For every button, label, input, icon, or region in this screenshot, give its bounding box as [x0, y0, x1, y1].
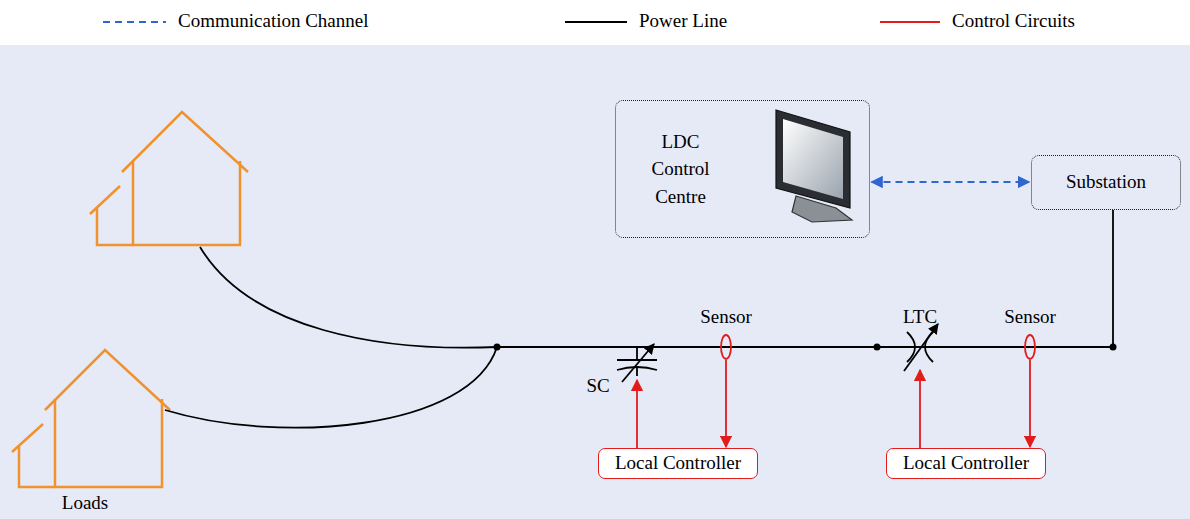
legend-sample: [103, 19, 166, 25]
power-line: [165, 210, 1113, 428]
sensor-symbol: [721, 335, 731, 359]
legend-text: Control Circuits: [952, 10, 1075, 32]
sensor-symbol: [1025, 335, 1035, 359]
capacitor-symbol: [617, 344, 657, 382]
transformer-label: LTC: [903, 306, 937, 329]
loads-label: Loads: [62, 492, 108, 515]
node-text: Local Controller: [903, 452, 1029, 475]
substation-box: Substation: [1031, 155, 1181, 210]
capacitor-label: SC: [586, 375, 609, 398]
junction-dot: [494, 344, 1117, 351]
control-centre-box: LDC Control Centre: [615, 100, 870, 238]
transformer-symbol: [904, 324, 938, 371]
legend-text: Communication Channel: [178, 10, 369, 32]
legend-sample: [880, 19, 940, 25]
house-icon: [12, 350, 170, 487]
monitor-icon: [776, 110, 852, 222]
communication-link: [872, 181, 1030, 183]
node-text: LDC Control Centre: [640, 128, 722, 211]
legend-text: Power Line: [639, 10, 727, 32]
sensor-label: Sensor: [700, 306, 752, 329]
node-text: Substation: [1066, 171, 1146, 194]
control-wire: [637, 360, 1030, 448]
legend-sample: [565, 19, 627, 25]
node-text: Local Controller: [615, 452, 741, 475]
controller-box: Local Controller: [598, 448, 758, 479]
background-panel: [0, 45, 1190, 519]
house-icon: [90, 112, 248, 245]
controller-box: Local Controller: [886, 448, 1046, 479]
sensor-label: Sensor: [1004, 306, 1056, 329]
